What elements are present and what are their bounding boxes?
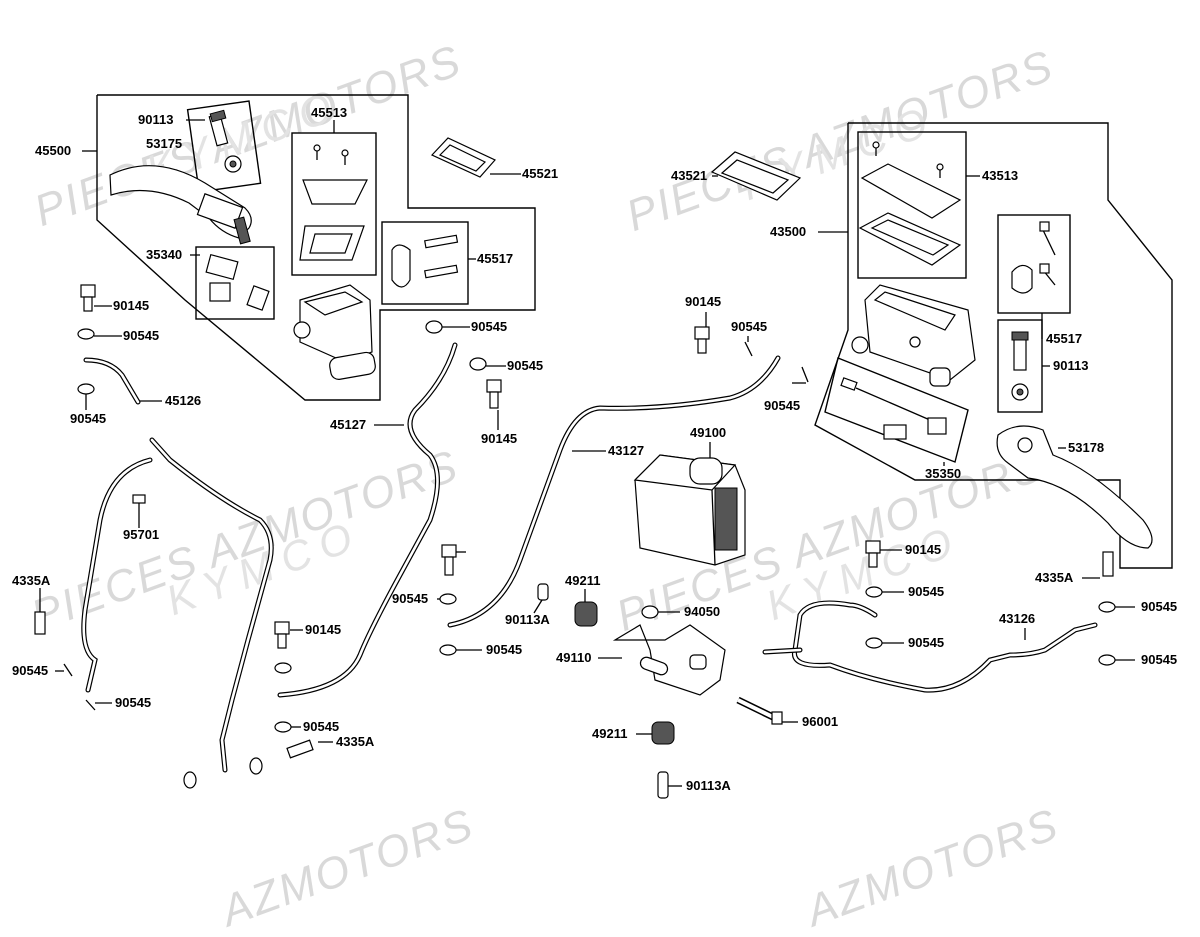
part-label-90545: 90545 (471, 319, 508, 334)
banjo-bolt-90145 (865, 540, 881, 568)
collar-90113a-upper (537, 583, 549, 601)
assembly-outline-45500 (96, 94, 536, 401)
part-label-45500: 45500 (35, 143, 72, 158)
banjo-bolt-90145 (80, 284, 96, 312)
brake-switch-35340 (205, 253, 270, 311)
reservoir-cover-43513 (858, 141, 962, 266)
part-label-49211: 49211 (592, 726, 628, 741)
part-label-95701: 95701 (123, 527, 160, 542)
banjo-bolt-90145 (441, 544, 457, 576)
assembly-outline-43500 (814, 122, 1173, 569)
subassembly-outline-35350 (824, 357, 969, 463)
subassembly-outline-35340 (195, 246, 275, 320)
subassembly-outline-43513 (857, 131, 967, 279)
gasket-43521 (710, 151, 802, 201)
part-label-90545: 90545 (12, 663, 49, 678)
part-label-90545: 90545 (1141, 652, 1178, 667)
part-label-90545: 90545 (303, 719, 340, 734)
subassembly-outline-90113 (186, 100, 262, 193)
banjo-bolt-90145 (486, 379, 502, 409)
collar-90113a-lower (657, 771, 669, 799)
part-label-4335a: 4335A (336, 734, 375, 749)
part-label-94050: 94050 (684, 604, 721, 619)
part-label-90145: 90145 (905, 542, 942, 557)
clamp-45517-right (1011, 221, 1056, 294)
part-label-90113a: 90113A (686, 778, 731, 793)
part-label-90545: 90545 (115, 695, 152, 710)
part-label-96001: 96001 (802, 714, 839, 729)
gasket-45521 (430, 137, 496, 178)
part-label-45127: 45127 (330, 417, 367, 432)
subassembly-outline-45517-right (997, 214, 1071, 314)
grommet-49211-lower (651, 721, 675, 745)
part-label-90545: 90545 (70, 411, 107, 426)
part-label-35350: 35350 (925, 466, 962, 481)
part-label-43127: 43127 (608, 443, 645, 458)
part-label-45517: 45517 (477, 251, 514, 266)
part-label-90113: 90113 (1053, 358, 1089, 373)
part-label-49110: 49110 (556, 650, 592, 665)
part-label-49211: 49211 (565, 573, 601, 588)
part-label-90545: 90545 (1141, 599, 1178, 614)
part-label-90113a: 90113A (505, 612, 550, 627)
part-label-90545: 90545 (764, 398, 801, 413)
part-label-43126: 43126 (999, 611, 1036, 626)
clamp-45517-left (391, 234, 459, 288)
brake-switch-35350 (840, 377, 947, 440)
part-label-45126: 45126 (165, 393, 202, 408)
part-label-90113: 90113 (138, 112, 174, 127)
reservoir-cover-45513-left (299, 144, 368, 261)
part-label-4335a: 4335A (1035, 570, 1074, 585)
banjo-bolt-90145 (694, 326, 710, 354)
washer-94050 (641, 605, 659, 619)
part-label-43521: 43521 (671, 168, 708, 183)
part-label-90545: 90545 (486, 642, 523, 657)
part-label-90545: 90545 (123, 328, 160, 343)
part-label-90145: 90145 (481, 431, 518, 446)
subassembly-outline-45517 (381, 221, 469, 305)
leader-lines (39, 119, 1135, 787)
part-label-90545: 90545 (908, 584, 945, 599)
part-label-90545: 90545 (392, 591, 429, 606)
part-label-35340: 35340 (146, 247, 183, 262)
banjo-bolt-90145 (274, 621, 290, 649)
bolt-90113-right (1011, 331, 1029, 401)
part-label-53175: 53175 (146, 136, 183, 151)
part-label-4335a: 4335A (12, 573, 51, 588)
bracket-49110 (612, 624, 726, 696)
part-label-90545: 90545 (908, 635, 945, 650)
part-label-90145: 90145 (305, 622, 342, 637)
part-label-90545: 90545 (507, 358, 544, 373)
brake-lever-53175 (109, 165, 252, 245)
bolt-96001 (736, 696, 783, 725)
master-cylinder-body-right (851, 284, 976, 387)
brake-lever-53178 (996, 425, 1153, 549)
bolt-90113-left (208, 109, 242, 173)
part-label-53178: 53178 (1068, 440, 1105, 455)
part-label-45513: 45513 (311, 105, 348, 120)
part-label-45521: 45521 (522, 166, 559, 181)
part-label-90145: 90145 (113, 298, 150, 313)
diagram-canvas: PIECES AZMOTORS KYMCO PIECES AZMOTORS KY… (12, 36, 1178, 936)
part-label-45517: 45517 (1046, 331, 1083, 346)
washer-90545 (63, 320, 1116, 789)
master-cylinder-body-left (293, 284, 376, 380)
part-label-43500: 43500 (770, 224, 807, 239)
part-label-49100: 49100 (690, 425, 727, 440)
part-label-43513: 43513 (982, 168, 1019, 183)
parts-drawing (34, 94, 1173, 799)
part-label-90145: 90145 (685, 294, 722, 309)
grommet-49211-upper (574, 601, 598, 627)
bolt-95701 (132, 494, 146, 516)
abs-unit-49100 (633, 454, 746, 566)
part-label-90545: 90545 (731, 319, 768, 334)
